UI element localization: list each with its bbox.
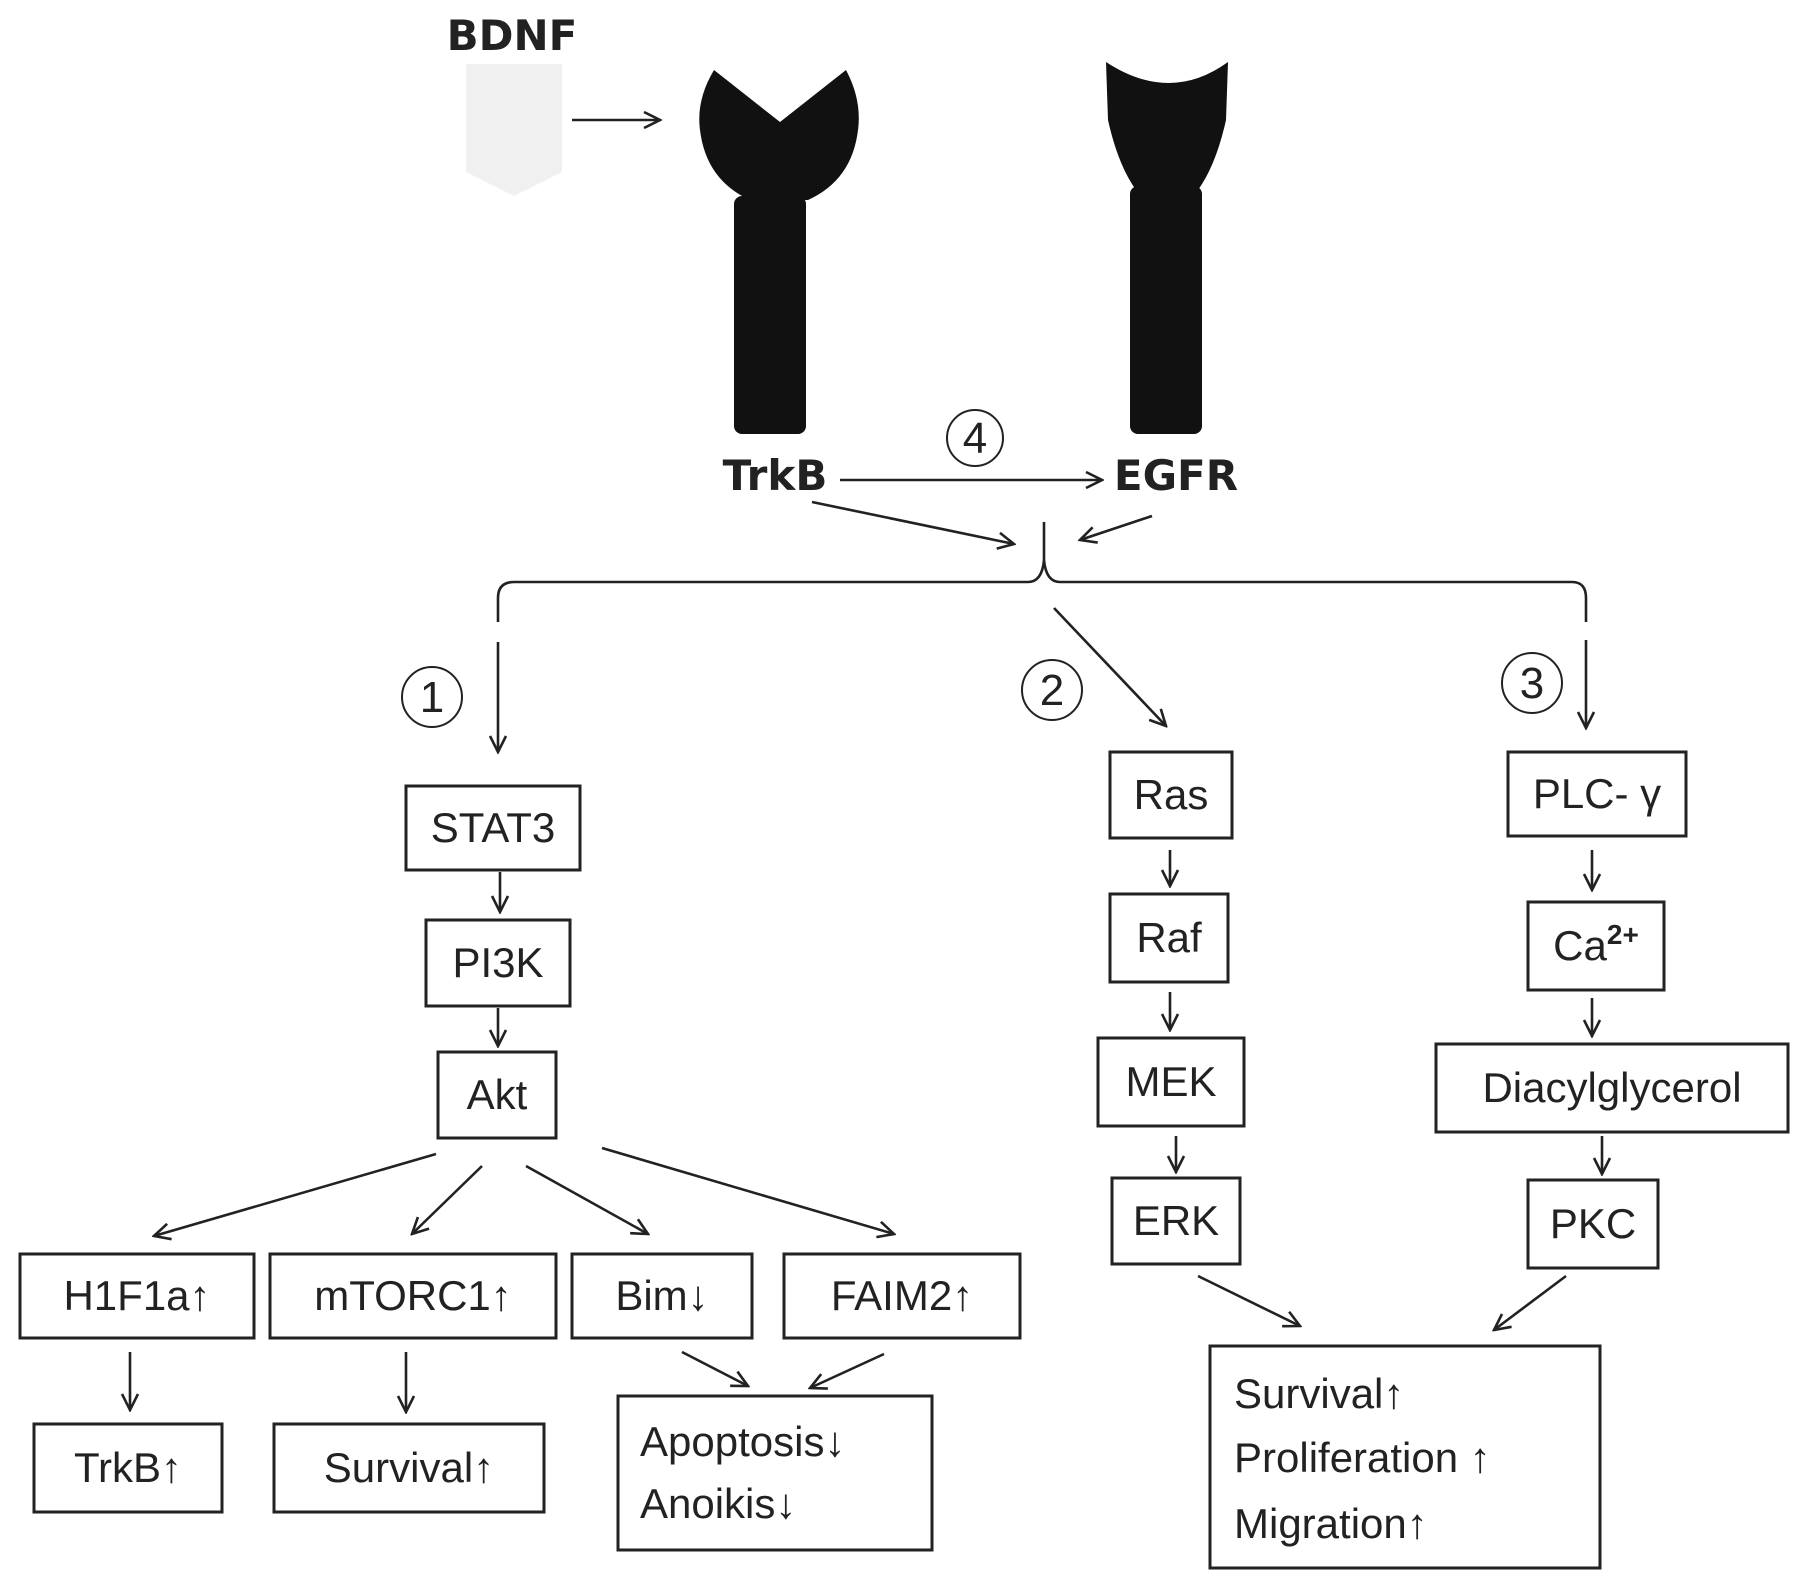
calcium-box — [1526, 900, 1666, 992]
final-migration-label: Migration↑ — [1234, 1500, 1428, 1547]
faim2-box — [782, 1252, 1022, 1340]
apoptosis-label: Apoptosis↓ — [640, 1418, 845, 1465]
pathway-1-circle — [401, 666, 463, 728]
pi3k-label: PI3K — [452, 939, 543, 986]
egfr-convergence-arrow — [1080, 514, 1153, 540]
trkb-convergence-arrow — [811, 500, 1014, 544]
h1f1a-box — [18, 1252, 256, 1340]
pathway-3-number: 3 — [1520, 659, 1544, 708]
bim-box — [570, 1252, 754, 1340]
survival-up-label: Survival↑ — [324, 1444, 494, 1491]
pkc-to-effects-arrow — [1494, 1274, 1567, 1330]
pathway-4-circle — [946, 409, 1004, 467]
bim-label: Bim↓ — [615, 1272, 708, 1319]
plc-gamma-box — [1506, 750, 1688, 838]
pathway-1-number: 1 — [420, 673, 444, 722]
ras-box — [1108, 750, 1234, 840]
diacylglycerol-box — [1434, 1042, 1790, 1134]
trkb-up-box — [32, 1422, 224, 1514]
akt-box — [436, 1050, 558, 1140]
erk-to-effects-arrow — [1197, 1274, 1300, 1326]
h1f1a-label: H1F1a↑ — [63, 1272, 210, 1319]
anoikis-label: Anoikis↓ — [640, 1480, 796, 1527]
pathway-2-number: 2 — [1040, 666, 1064, 715]
final-proliferation-label: Proliferation ↑ — [1234, 1434, 1491, 1481]
raf-box — [1108, 892, 1230, 984]
akt-to-faim2-arrow — [601, 1146, 894, 1234]
egfr-label: EGFR — [1114, 451, 1238, 500]
bim-to-apoptosis-arrow — [681, 1350, 748, 1386]
apoptosis-anoikis-box — [616, 1394, 934, 1552]
mek-label: MEK — [1125, 1058, 1216, 1105]
pkc-box — [1526, 1178, 1660, 1270]
mtorc1-label: mTORC1↑ — [314, 1272, 512, 1319]
plc-gamma-label: PLC- γ — [1533, 770, 1661, 817]
bdnf-ligand-shape — [466, 64, 562, 196]
calcium-label: Ca2+ — [1553, 919, 1639, 969]
diacylglycerol-label: Diacylglycerol — [1482, 1064, 1741, 1111]
stat3-label: STAT3 — [431, 804, 555, 851]
pathway-split-brace — [496, 522, 1588, 622]
pi3k-box — [424, 918, 572, 1008]
pathway-3-circle — [1501, 652, 1563, 714]
egfr-receptor-shape — [1106, 62, 1228, 434]
trkb-receptor-shape — [699, 70, 859, 434]
branch-2-arrow — [1053, 607, 1166, 726]
pathway-2-circle — [1021, 659, 1083, 721]
akt-to-mtorc1-arrow — [412, 1165, 483, 1234]
bdnf-label: BDNF — [447, 11, 578, 60]
pkc-label: PKC — [1550, 1200, 1636, 1247]
final-survival-label: Survival↑ — [1234, 1370, 1404, 1417]
raf-label: Raf — [1136, 914, 1202, 961]
pathway-4-number: 4 — [963, 414, 987, 463]
erk-box — [1110, 1176, 1242, 1266]
mtorc1-box — [268, 1252, 558, 1340]
trkb-up-label: TrkB↑ — [74, 1444, 182, 1491]
trkb-label: TrkB — [723, 451, 828, 500]
ras-label: Ras — [1134, 771, 1209, 818]
erk-label: ERK — [1133, 1197, 1219, 1244]
final-effects-box — [1208, 1344, 1602, 1570]
faim2-label: FAIM2↑ — [831, 1272, 973, 1319]
akt-label: Akt — [467, 1071, 528, 1118]
stat3-box — [404, 784, 582, 872]
survival-up-box — [272, 1422, 546, 1514]
akt-to-bim-arrow — [525, 1164, 648, 1234]
faim2-to-apoptosis-arrow — [810, 1352, 885, 1388]
akt-to-h1f1a-arrow — [154, 1152, 437, 1236]
mek-box — [1096, 1036, 1246, 1128]
